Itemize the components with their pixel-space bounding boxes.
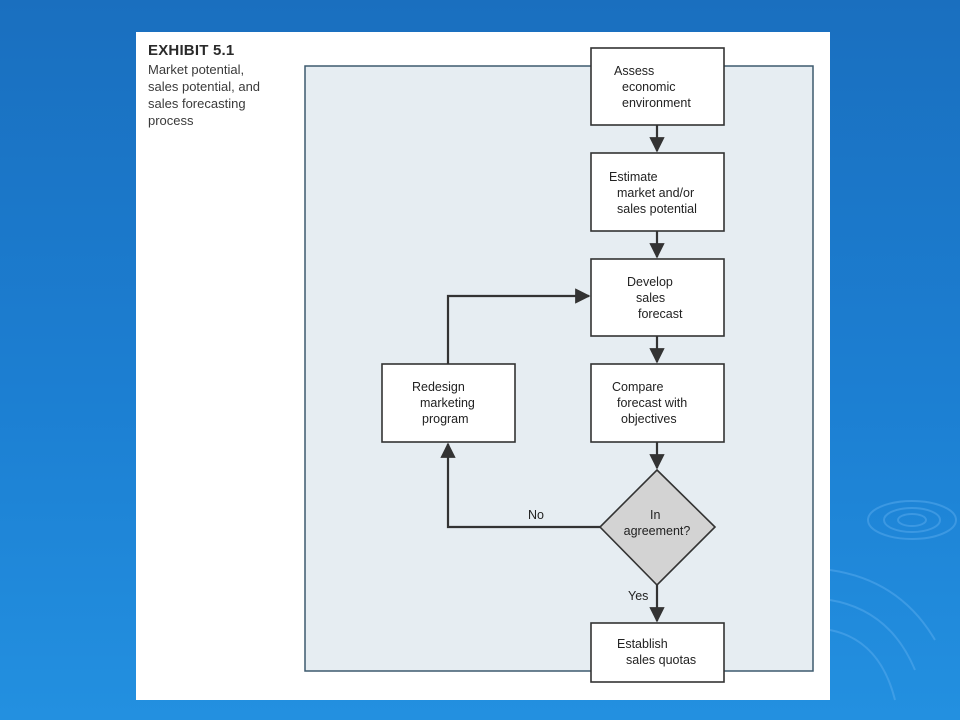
svg-text:Compare forecast with: Compare forecast with objectives [612,380,691,426]
svg-text:In agreement?: In agreement? [624,508,691,538]
connectors [440,125,665,623]
box-text-line: Develop [627,275,673,289]
subtitle-line: sales potential, and [148,79,261,94]
svg-text:Assess economic: Assess economic environment [614,64,691,110]
diamond-text-line: agreement? [624,524,691,538]
process-box-develop: Develop sales forecast [590,258,725,337]
process-box-redesign: Redesign marketing program [381,363,516,443]
exhibit-title: EXHIBIT 5.1 [148,42,235,59]
box-text-line: program [422,412,469,426]
svg-text:Redesign marketing: Redesign marketing program [412,380,478,426]
process-box-compare: Compare forecast with objectives [590,363,725,443]
arrow-redesign-to-develop [446,288,591,364]
box-text-line: sales potential [617,202,697,216]
subtitle-line: Market potential, [148,62,245,77]
box-text-line: market and/or [617,186,694,200]
edge-label-no: No [528,508,544,522]
svg-text:Develop sales: Develop sales forecast [627,275,683,321]
decision-diamond: In agreement? [598,468,717,587]
exhibit-card: EXHIBIT 5.1 Market potential, sales pote… [136,32,830,700]
box-text-line: Redesign [412,380,465,394]
box-text-line: marketing [420,396,475,410]
box-text-line: Establish [617,637,668,651]
box-text-line: forecast [638,307,683,321]
process-box-establish: Establish sales quotas [590,622,725,683]
box-text-line: sales quotas [626,653,696,667]
svg-text:Estimate market and/or: Estimate market and/or sales potential [609,170,698,216]
subtitle-line: process [148,113,194,128]
diamond-text-line: In [650,508,660,522]
box-text-line: Assess [614,64,654,78]
process-box-estimate: Estimate market and/or sales potential [590,152,725,232]
box-text-line: Compare [612,380,663,394]
process-box-assess: Assess economic environment [590,47,725,126]
arrow-decision-no-to-redesign [440,442,600,529]
box-text-line: environment [622,96,691,110]
box-text-line: objectives [621,412,677,426]
box-text-line: sales [636,291,665,305]
box-text-line: economic [622,80,676,94]
subtitle-line: sales forecasting [148,96,246,111]
edge-label-yes: Yes [628,589,648,603]
svg-text:Establish sales quotas: Establish sales quotas [617,637,696,667]
exhibit-subtitle: Market potential, sales potential, and s… [148,61,298,129]
box-text-line: Estimate [609,170,658,184]
box-text-line: forecast with [617,396,687,410]
exhibit-caption: EXHIBIT 5.1 Market potential, sales pote… [148,42,298,129]
flowchart: Assess economic environment Estimate mar… [304,47,814,683]
